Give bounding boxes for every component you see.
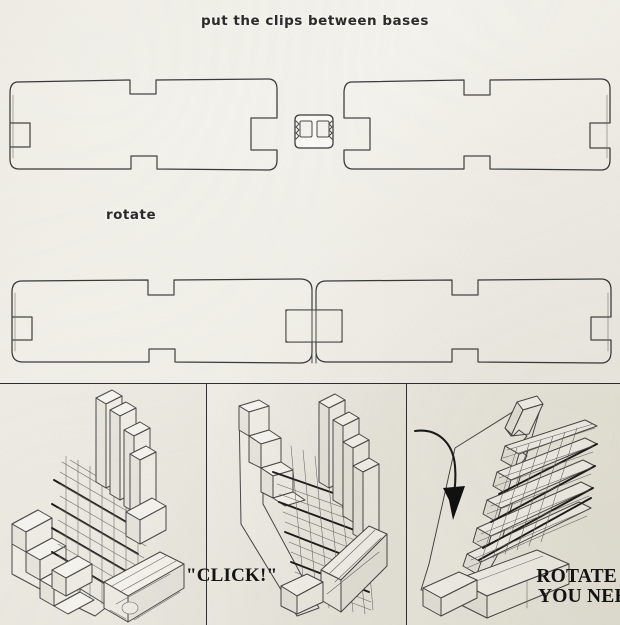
page-title: put the clips between bases: [201, 13, 429, 29]
click-caption: "CLICK!": [186, 565, 278, 586]
panel-2-assembly-clicked: [206, 383, 406, 625]
rotate-label: rotate: [106, 207, 157, 223]
loose-clip-piece: [103, 551, 185, 623]
clip-piece: [294, 114, 334, 149]
base-plate-right-joined: [285, 278, 612, 364]
base-plate-left-joined: [11, 278, 313, 364]
rotate-caption-line-1: ROTATE IF: [536, 566, 620, 587]
panel-1-assembly-with-loose-clip: [0, 383, 206, 625]
panel-2-drawing: [238, 393, 388, 617]
papercraft-diagram: [9, 78, 612, 364]
panel-1-drawing: [11, 389, 185, 623]
base-plate-right: [343, 78, 611, 171]
rotate-if-you-need-caption: ROTATE IF YOU NEED: [521, 567, 620, 607]
base-plate-left: [9, 78, 278, 171]
attached-clip-piece: [320, 525, 388, 613]
rotate-caption-line-2: YOU NEED: [538, 585, 620, 607]
